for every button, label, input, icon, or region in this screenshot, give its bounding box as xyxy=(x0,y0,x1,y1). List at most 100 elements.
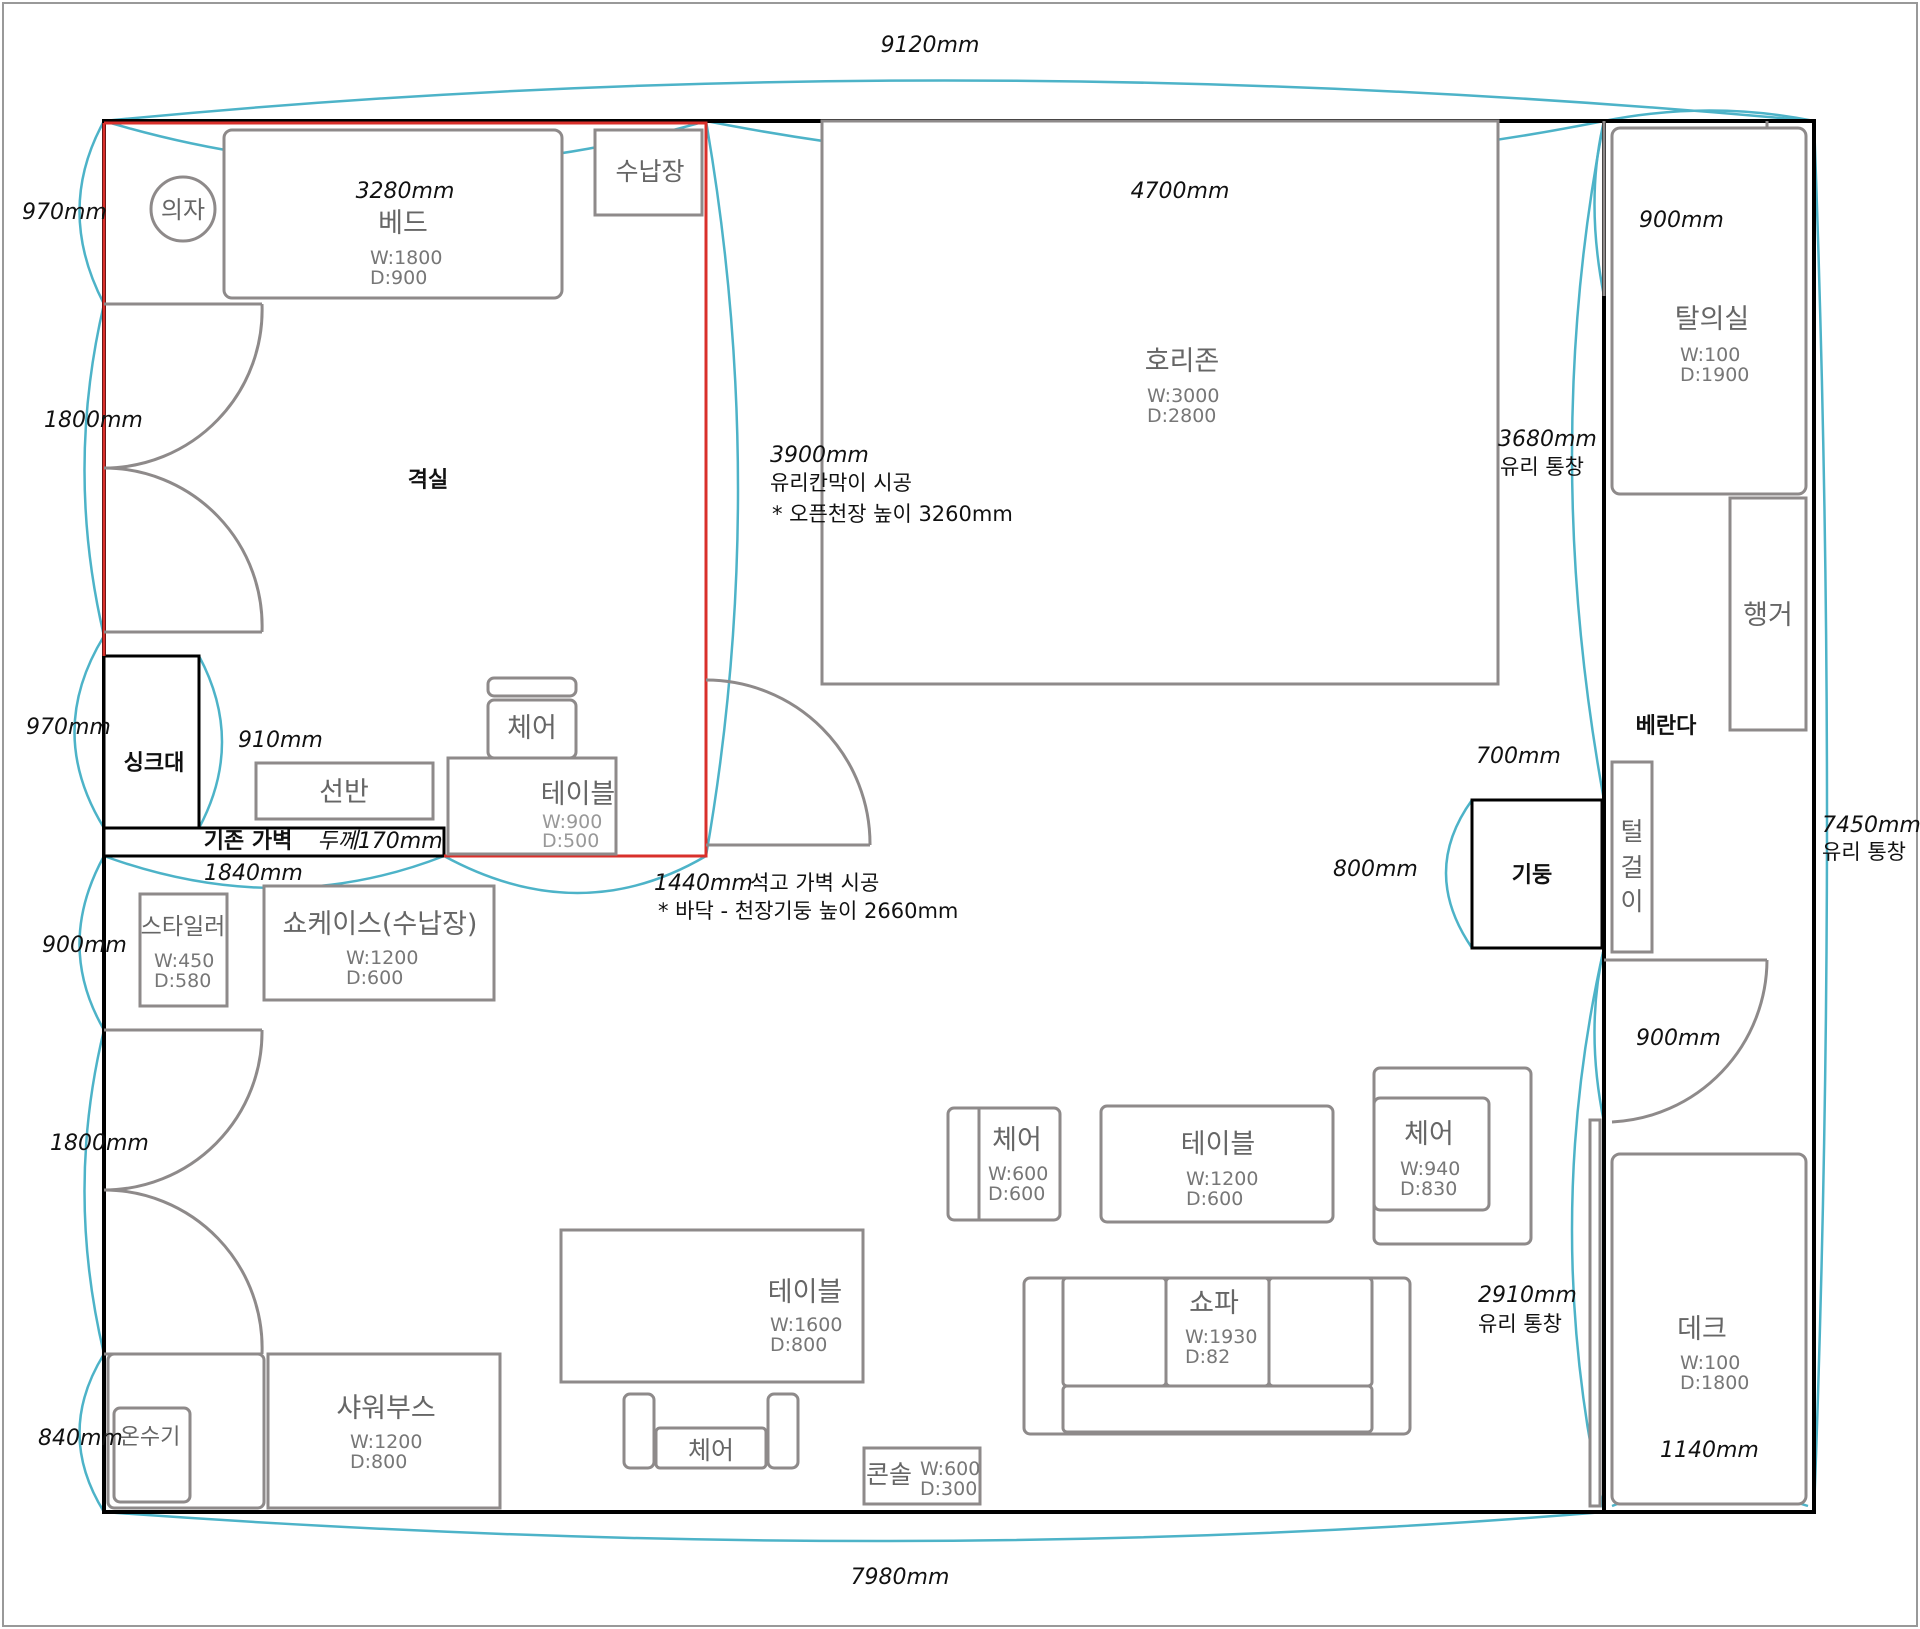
chair-b xyxy=(1372,1096,1491,1212)
room-labels: 격실 베란다 기둥 싱크대 기존 가벽 두께170mm xyxy=(124,468,1697,888)
dim-left-door1: 1800mm xyxy=(44,408,143,433)
dim-room-top-right: 4700mm xyxy=(1131,179,1230,204)
label-wall-thickness: 두께170mm xyxy=(317,829,442,854)
table-small xyxy=(446,756,618,856)
chair-c-arm-left xyxy=(622,1392,656,1470)
dressing-room xyxy=(1610,126,1808,496)
label-dressing: 탈의실 xyxy=(1675,304,1750,335)
label-sofa-d: D:82 xyxy=(1185,1346,1230,1368)
label-towel-hook-1: 털 xyxy=(1620,817,1643,846)
dim-right-window: 3680mm xyxy=(1498,427,1597,452)
note-gypsum-wall: 석고 가벽 시공 xyxy=(750,871,879,895)
label-deck: 데크 xyxy=(1677,1314,1727,1345)
label-table-mid-w: W:1200 xyxy=(1186,1168,1258,1190)
label-storage-top: 수납장 xyxy=(615,157,684,186)
shelf xyxy=(254,761,435,821)
label-sofa: 쇼파 xyxy=(1189,1288,1239,1319)
label-dressing-w: W:100 xyxy=(1680,344,1740,366)
label-chair-a-d: D:600 xyxy=(988,1183,1045,1205)
label-styler-d: D:580 xyxy=(154,970,211,992)
label-dressing-d: D:1900 xyxy=(1680,364,1749,386)
window-frame xyxy=(1588,1118,1602,1508)
round-chair xyxy=(149,175,217,243)
label-bed-d: D:900 xyxy=(370,267,427,289)
label-sink: 싱크대 xyxy=(124,751,185,776)
label-styler-w: W:450 xyxy=(154,950,214,972)
dim-balcony-door-bottom: 900mm xyxy=(1636,1026,1721,1051)
dim-right-window-lower: 2910mm xyxy=(1478,1283,1577,1308)
label-chair-b: 체어 xyxy=(1404,1119,1454,1150)
chair-c xyxy=(654,1426,768,1470)
label-horizon: 호리존 xyxy=(1145,346,1220,377)
label-chair-a: 체어 xyxy=(992,1125,1042,1156)
chair-back xyxy=(486,676,578,698)
existing-wall xyxy=(102,826,446,858)
dim-left-door2: 1800mm xyxy=(50,1131,149,1156)
label-console-w: W:600 xyxy=(920,1458,980,1480)
hanger xyxy=(1728,496,1808,732)
bed xyxy=(222,128,564,300)
label-table-mid-d: D:600 xyxy=(1186,1188,1243,1210)
chair-a xyxy=(946,1106,1062,1222)
notes: 유리칸막이 시공 * 오픈천장 높이 3260mm 유리 통창 유리 통창 유리… xyxy=(658,455,1906,1336)
dim-left-top: 970mm xyxy=(22,200,107,225)
furniture-shapes xyxy=(106,119,1808,1510)
dim-total-width: 9120mm xyxy=(881,33,980,58)
label-hanger: 행거 xyxy=(1743,600,1793,631)
dim-bottom-width: 7980mm xyxy=(851,1565,950,1590)
label-heater: 온수기 xyxy=(120,1425,181,1450)
table-large xyxy=(559,1228,865,1384)
label-table-small-d: D:500 xyxy=(542,830,599,852)
label-shower: 샤워부스 xyxy=(336,1393,435,1424)
walls xyxy=(102,119,1816,1514)
storage-top xyxy=(593,128,704,217)
label-chair-b-d: D:830 xyxy=(1400,1178,1457,1200)
label-table-large-d: D:800 xyxy=(770,1334,827,1356)
isolation-room-wall xyxy=(104,121,708,858)
dim-pillar-width: 700mm xyxy=(1476,744,1561,769)
dim-left-lower1: 900mm xyxy=(42,933,127,958)
label-balcony: 베란다 xyxy=(1636,714,1697,739)
table-mid xyxy=(1099,1104,1335,1224)
label-bed: 베드 xyxy=(378,208,428,239)
chair-c-arm-right xyxy=(766,1392,800,1470)
note-open-ceiling: * 오픈천장 높이 3260mm xyxy=(772,502,1013,526)
label-table-mid: 테이블 xyxy=(1181,1129,1256,1160)
dim-right-outer: 7450mm xyxy=(1822,813,1920,838)
heater xyxy=(112,1406,192,1504)
label-showcase: 쇼케이스(수납장) xyxy=(283,909,478,940)
label-showcase-w: W:1200 xyxy=(346,947,418,969)
label-round-chair: 의자 xyxy=(161,196,205,224)
styler xyxy=(138,892,229,1008)
dim-sink-width: 910mm xyxy=(238,728,323,753)
label-table-small: 테이블 xyxy=(541,779,616,810)
label-deck-w: W:100 xyxy=(1680,1352,1740,1374)
dim-glass-partition: 3900mm xyxy=(770,443,869,468)
dim-left-sink: 970mm xyxy=(26,715,111,740)
dim-room-top-left: 3280mm xyxy=(356,179,455,204)
dim-room-partition: 1840mm xyxy=(204,861,303,886)
label-existing-wall: 기존 가벽 xyxy=(204,829,293,854)
dim-partition-1440: 1440mm xyxy=(654,871,753,896)
label-sofa-w: W:1930 xyxy=(1185,1326,1257,1348)
label-towel-hook-2: 걸 xyxy=(1620,853,1643,882)
pillar xyxy=(1470,798,1604,950)
note-glass-partition: 유리칸막이 시공 xyxy=(770,471,912,495)
dim-pillar-height: 800mm xyxy=(1333,857,1418,882)
label-towel-hook-3: 이 xyxy=(1620,887,1643,916)
label-chair-small: 체어 xyxy=(507,713,557,744)
label-table-large-w: W:1600 xyxy=(770,1314,842,1336)
note-glass-window-right: 유리 통창 xyxy=(1500,455,1584,479)
furniture-labels: 의자 베드 W:1800 D:900 수납장 호리존 W:3000 D:2800… xyxy=(120,157,1793,1500)
shower xyxy=(266,1352,502,1510)
label-table-small-w: W:900 xyxy=(542,811,602,833)
label-shower-w: W:1200 xyxy=(350,1431,422,1453)
label-horizon-d: D:2800 xyxy=(1147,405,1216,427)
label-shelf: 선반 xyxy=(319,777,369,808)
note-glass-window-lower: 유리 통창 xyxy=(1478,1312,1562,1336)
dim-balcony-door-top: 900mm xyxy=(1639,208,1724,233)
label-chair-b-w: W:940 xyxy=(1400,1158,1460,1180)
dim-deck-width: 1140mm xyxy=(1660,1438,1759,1463)
dimension-labels: 9120mm 7980mm 3280mm 4700mm 970mm 1800mm… xyxy=(22,33,1920,1590)
